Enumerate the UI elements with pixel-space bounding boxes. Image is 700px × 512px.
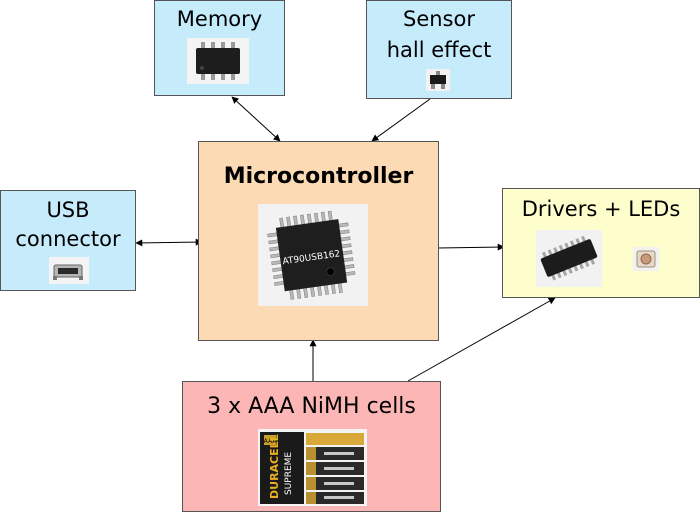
arrow-sensor-mcu — [371, 98, 431, 142]
smd-led-icon — [633, 247, 659, 271]
microcontroller-label: Microcontroller — [223, 164, 414, 189]
usb-label-line1: USB — [46, 198, 90, 222]
tqfp-chip-icon: AT90USB162 — [258, 204, 368, 306]
drivers-leds-label: Drivers + LEDs — [521, 197, 681, 221]
soic16-driver-icon — [536, 230, 602, 287]
battery-pack-icon: AAA DURACELL SUPREME — [258, 429, 367, 506]
usb-box: USB connector — [0, 190, 136, 291]
battery-sub-text: SUPREME — [284, 452, 294, 495]
arrow-mcu-drivers — [437, 243, 505, 251]
sensor-box: Sensor hall effect — [366, 0, 512, 99]
arrow-battery-drivers — [407, 297, 556, 382]
arrow-usb-mcu — [135, 238, 203, 247]
battery-brand-text: DURACELL — [268, 434, 281, 499]
soic8-chip-icon — [187, 38, 249, 84]
sot-sensor-icon — [426, 69, 450, 91]
sensor-label-line1: Sensor — [403, 7, 475, 31]
battery-label: 3 x AAA NiMH cells — [207, 394, 416, 419]
memory-label: Memory — [176, 7, 263, 31]
sensor-label-line2: hall effect — [386, 38, 492, 62]
battery-size-text: AAA — [264, 438, 278, 445]
usb-label-line2: connector — [15, 227, 121, 251]
drivers-leds-box: Drivers + LEDs — [502, 188, 700, 298]
microcontroller-box: Microcontroller AT90USB162 — [198, 141, 439, 341]
arrow-memory-mcu — [231, 96, 281, 142]
battery-box: 3 x AAA NiMH cells AAA DURACELL SUPREME — [182, 381, 441, 512]
memory-box: Memory — [154, 0, 285, 96]
mini-usb-connector-icon — [49, 257, 89, 284]
